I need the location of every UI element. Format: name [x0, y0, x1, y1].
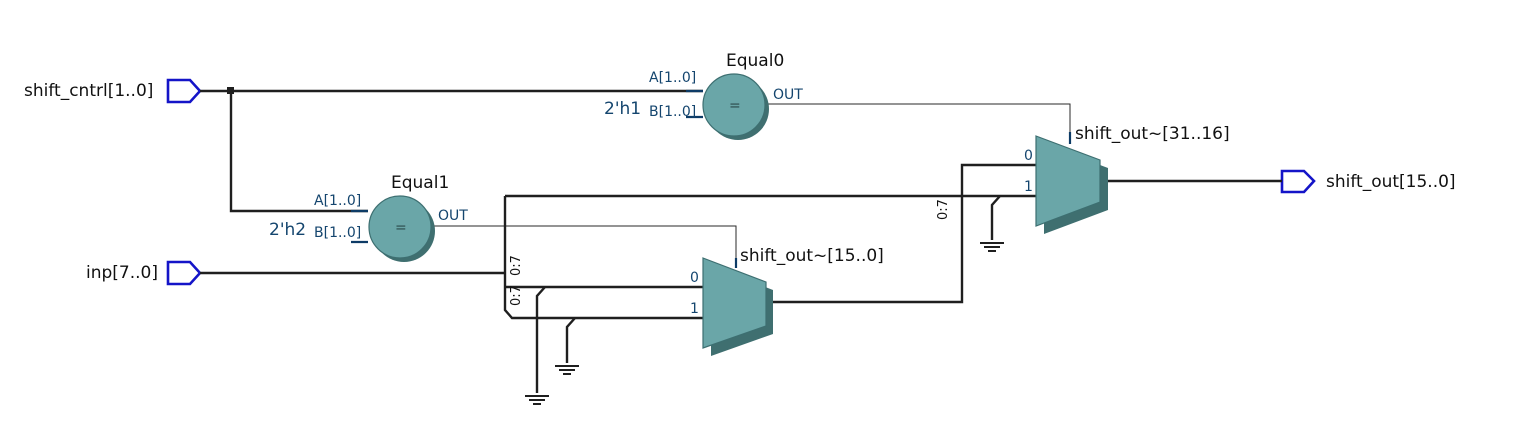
comparator-equal1[interactable]: =: [351, 195, 435, 262]
mux-name-high: shift_out~[31..16]: [1075, 124, 1230, 144]
ground-symbol: [525, 395, 549, 405]
mux-input-label-1: 1: [690, 301, 699, 317]
mux-shift-out-low[interactable]: [702, 257, 773, 356]
ground-symbol: [980, 242, 1004, 252]
port-label-inp: inp[7..0]: [86, 263, 158, 283]
comparator-equal0[interactable]: =: [686, 73, 769, 140]
constant-label: 2'h2: [269, 220, 306, 240]
pin-label-a: A[1..0]: [649, 70, 696, 86]
mux-name-low: shift_out~[15..0]: [740, 246, 884, 266]
mux-input-label-1: 1: [1024, 179, 1033, 195]
bus-range-label: 0:7: [509, 285, 524, 306]
bus-range-label: 0:7: [509, 255, 524, 276]
pin-label-out: OUT: [773, 87, 803, 103]
comparator-name-equal1: Equal1: [391, 173, 449, 193]
port-label-shift-cntrl: shift_cntrl[1..0]: [24, 81, 153, 101]
bus-range-label: 0:7: [936, 199, 951, 220]
port-label-shift-out: shift_out[15..0]: [1326, 172, 1456, 192]
mux-shift-out-high[interactable]: [1035, 132, 1108, 234]
comparator-symbol: =: [729, 98, 741, 114]
pin-label-b: B[1..0]: [314, 225, 361, 241]
pin-label-out: OUT: [438, 208, 468, 224]
output-port-shift-out[interactable]: [1280, 169, 1316, 194]
comparator-name-equal0: Equal0: [726, 51, 784, 71]
constant-label: 2'h1: [604, 99, 641, 119]
pin-label-b: B[1..0]: [649, 104, 696, 120]
ground-symbol: [555, 365, 579, 375]
mux-input-label-0: 0: [1024, 148, 1033, 164]
wires: [200, 87, 1282, 393]
bus-junction: [227, 87, 234, 94]
input-port-shift-cntrl[interactable]: [166, 78, 202, 104]
mux-input-label-0: 0: [690, 270, 699, 286]
comparator-symbol: =: [395, 220, 407, 236]
pin-label-a: A[1..0]: [314, 193, 361, 209]
input-port-inp[interactable]: [166, 260, 202, 286]
